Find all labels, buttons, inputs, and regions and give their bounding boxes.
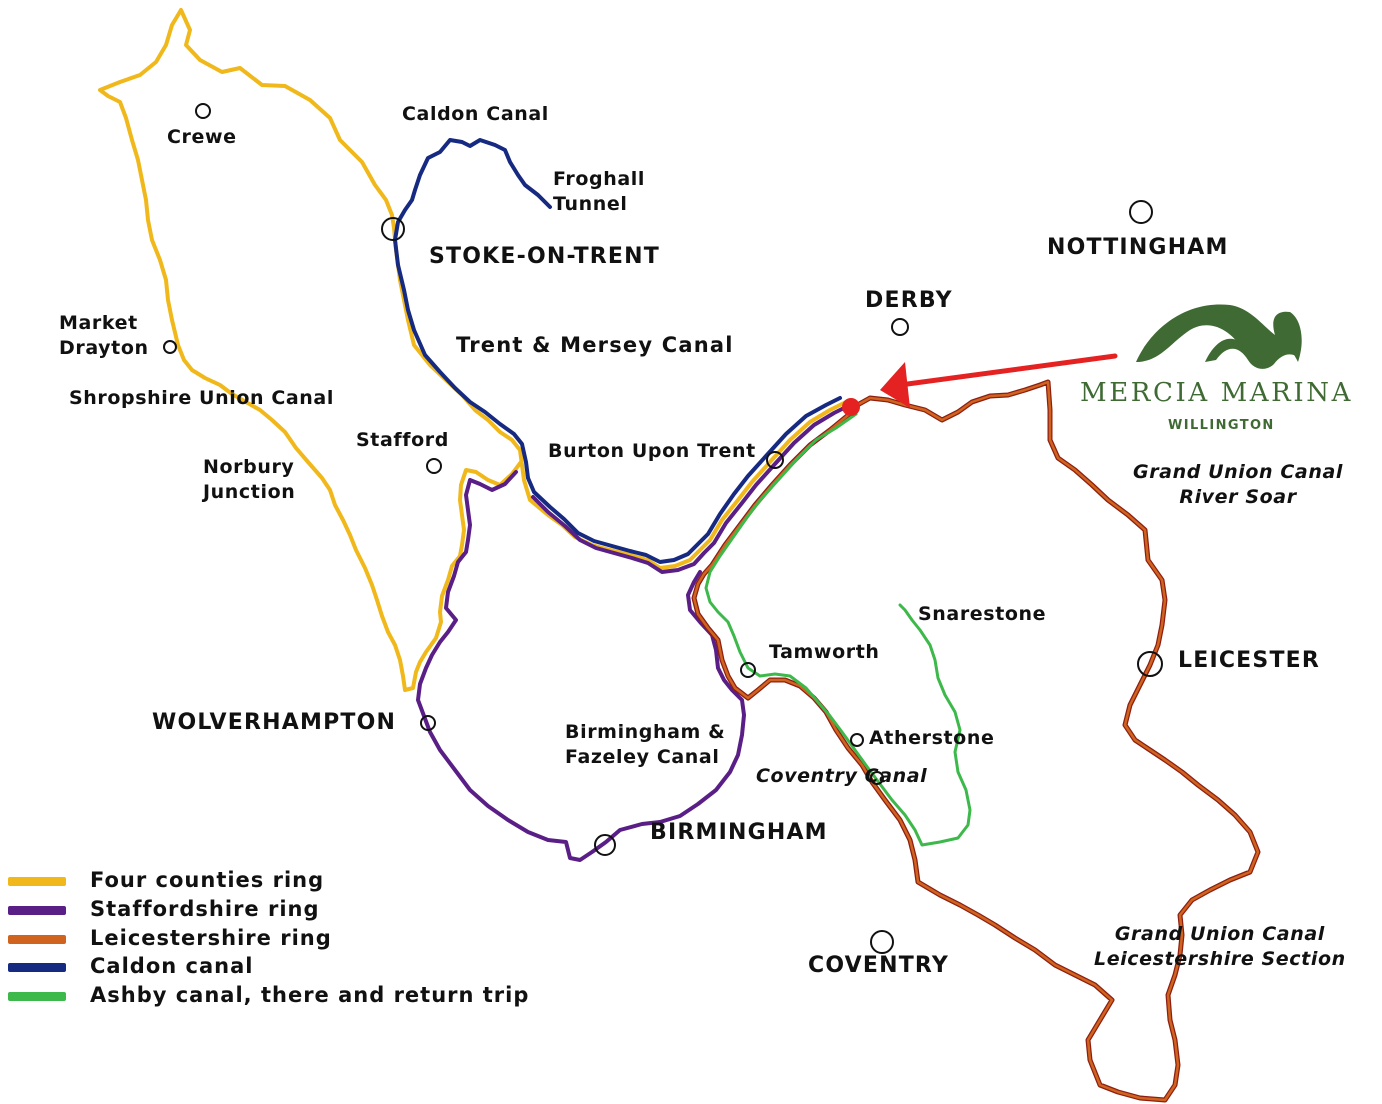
- legend-item-caldon: Caldon canal: [8, 954, 568, 982]
- label-market-drayton: Market Drayton: [59, 312, 149, 359]
- label-stafford: Stafford: [356, 429, 449, 451]
- label-birmingham: BIRMINGHAM: [650, 820, 828, 845]
- mercia-marina-logo-subtitle: WILLINGTON: [1168, 418, 1275, 433]
- caldon-canal-route: [393, 138, 842, 564]
- label-caldon-canal: Caldon Canal: [402, 103, 549, 125]
- marina-pointer-line: [897, 353, 1118, 388]
- label-crewe: Crewe: [167, 126, 237, 148]
- legend-swatch: [8, 963, 66, 972]
- stoke-marker: [381, 217, 405, 241]
- label-birmingham-fazeley-canal: Birmingham & Fazeley Canal: [565, 721, 726, 768]
- stafford-marker: [426, 458, 442, 474]
- coventry-canal-marker: [870, 771, 884, 785]
- legend-item-leicestershire: Leicestershire ring: [8, 926, 568, 954]
- legend-swatch: [8, 935, 66, 944]
- staffordshire-ring-route: [416, 404, 850, 862]
- label-shropshire-union-canal: Shropshire Union Canal: [69, 387, 334, 409]
- wolverhampton-marker: [420, 715, 436, 731]
- legend-swatch: [8, 992, 66, 1001]
- birmingham-marker: [594, 834, 616, 856]
- label-nottingham: NOTTINGHAM: [1047, 235, 1229, 260]
- label-burton-upon-trent: Burton Upon Trent: [548, 440, 756, 462]
- legend-label: Four counties ring: [90, 868, 325, 892]
- label-coventry-canal: Coventry Canal: [756, 765, 928, 787]
- label-stoke-on-trent: STOKE-ON-TRENT: [429, 244, 660, 269]
- mercia-marina-location-dot: [842, 398, 860, 416]
- leicester-marker: [1137, 651, 1163, 677]
- label-norbury-junction: Norbury Junction: [203, 456, 296, 503]
- mercia-marina-logo-icon: [1136, 304, 1302, 369]
- label-froghall-tunnel: Froghall Tunnel: [553, 168, 645, 215]
- mercia-marina-logo-name: MERCIA MARINA: [1080, 378, 1353, 408]
- legend-item-staffordshire: Staffordshire ring: [8, 897, 568, 925]
- legend-swatch: [8, 877, 66, 886]
- derby-marker: [891, 318, 909, 336]
- legend-swatch: [8, 906, 66, 915]
- marina-pointer-arrowhead: [880, 362, 910, 408]
- label-coventry: COVENTRY: [808, 953, 949, 978]
- legend-item-four-counties: Four counties ring: [8, 868, 568, 896]
- burton-marker: [766, 451, 784, 469]
- label-trent-mersey-canal: Trent & Mersey Canal: [456, 333, 734, 357]
- label-atherstone: Atherstone: [869, 727, 995, 749]
- legend-label: Staffordshire ring: [90, 897, 320, 921]
- atherstone-marker: [850, 733, 864, 747]
- market-drayton-marker: [163, 340, 177, 354]
- label-grand-union-river-soar: Grand Union Canal River Soar: [1133, 461, 1344, 508]
- label-tamworth: Tamworth: [769, 641, 880, 663]
- tamworth-marker: [740, 662, 756, 678]
- four-counties-ring-route: [98, 8, 848, 692]
- legend-item-ashby: Ashby canal, there and return trip: [8, 983, 568, 1011]
- label-leicester: LEICESTER: [1178, 648, 1321, 673]
- label-wolverhampton: WOLVERHAMPTON: [152, 710, 397, 735]
- label-grand-union-leicestershire-section: Grand Union Canal Leicestershire Section: [1094, 923, 1346, 970]
- leicestershire-ring-route: [692, 380, 1260, 1102]
- legend-label: Ashby canal, there and return trip: [90, 983, 530, 1007]
- ashby-canal-route: [704, 412, 972, 847]
- label-derby: DERBY: [865, 288, 953, 313]
- legend-label: Caldon canal: [90, 954, 254, 978]
- nottingham-marker: [1129, 200, 1153, 224]
- legend-label: Leicestershire ring: [90, 926, 332, 950]
- coventry-marker: [870, 930, 894, 954]
- label-snarestone: Snarestone: [918, 603, 1047, 625]
- crewe-marker: [195, 103, 211, 119]
